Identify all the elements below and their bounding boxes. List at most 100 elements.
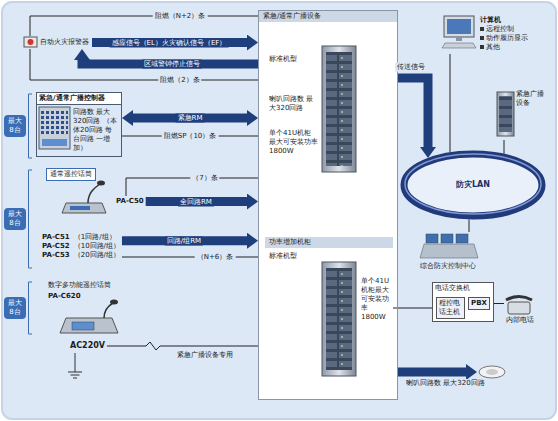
node-text: PBX xyxy=(471,299,487,308)
node-text: 最大 8台 xyxy=(5,299,25,317)
node-text: 其他 xyxy=(480,43,528,52)
model-label: PA-C50 xyxy=(114,196,146,207)
rack-cabinet xyxy=(322,46,356,172)
rack-cabinet xyxy=(499,96,512,132)
ring-outline xyxy=(404,154,542,216)
cable-line xyxy=(122,257,258,258)
microphone-picture xyxy=(62,203,106,213)
node-text: 喇叭回路数 最大320回路 xyxy=(269,95,319,113)
edge-label-holder: 紧急RM xyxy=(176,114,205,123)
node-text: 综合防灾控制中心 xyxy=(420,262,476,271)
speaker-picture xyxy=(479,366,505,378)
node-text: 回路数 最大320回路 （本体20回路 每台回路 一增加） xyxy=(37,105,121,156)
control-console-picture xyxy=(420,244,478,258)
node-text: （1回路/组） xyxy=(74,233,120,242)
cable-line xyxy=(469,219,470,232)
digital-microphone-picture xyxy=(60,300,118,334)
cable-line xyxy=(450,54,451,152)
edge-label: 紧急RM xyxy=(176,114,205,123)
node-text: 计算机 xyxy=(480,16,528,25)
fire-alarm-icon xyxy=(24,37,37,47)
edge-label: 传送信号 xyxy=(395,63,427,72)
edge-label-holder: 紧急广播设备专用 xyxy=(175,351,235,360)
telephone-exchange: 电话交换机 PBX 程控电话主机 xyxy=(432,282,494,322)
broadcast-equipment: 紧急/通常广播设备标准机型喇叭回路数 最大320回路单个41U机柜 最大可安装功… xyxy=(258,10,398,400)
pbx-box: PBX xyxy=(468,297,490,310)
control-console-picture xyxy=(441,234,453,243)
speaker-arrow xyxy=(398,364,477,380)
cable-line xyxy=(122,136,258,137)
edge-label: 区域警钟停止信号 xyxy=(142,60,202,69)
edge-label-holder: 感应信号（EL）火灾确认信号（EF） xyxy=(110,38,229,47)
node-text: 远程控制 xyxy=(480,25,528,34)
edge-label-holder: 全回路RM xyxy=(178,197,214,206)
signal-arrow xyxy=(92,38,247,47)
controller-panel-picture xyxy=(39,107,70,149)
speaker-arrow xyxy=(466,364,477,380)
node-text: 功率增加机柜 xyxy=(265,237,393,248)
rack-cabinet xyxy=(322,262,356,376)
ring-highlight xyxy=(405,154,541,214)
control-center: 综合防灾控制中心 xyxy=(418,232,478,273)
ground-symbol xyxy=(73,378,77,379)
equipment-box-fill xyxy=(258,10,398,400)
node-text: 紧急/通常广播控制器 xyxy=(37,93,121,105)
edge-label: 阻燃（2）条 xyxy=(158,76,201,85)
edge-label: 阻燃（N+2）条 xyxy=(153,12,208,21)
node-text: 单个41U机柜最大可安装功率1800W xyxy=(361,277,392,322)
model-list: PA-C51（1回路/组）PA-C52（10回路/组）PA-C53（20回路/组… xyxy=(40,232,122,261)
computer: 计算机远程控制动作履历显示其他 xyxy=(440,14,531,54)
node-text: 数字多功能遥控话筒 xyxy=(48,281,111,290)
control-console-picture xyxy=(456,234,468,243)
node-text: 电话交换机 xyxy=(433,283,493,294)
telephone-picture xyxy=(506,297,532,301)
node-text: PA-C53 xyxy=(42,251,70,260)
speaker-picture xyxy=(486,369,498,375)
computer-picture xyxy=(442,16,476,48)
fire-alarm-icon xyxy=(24,37,37,47)
node-text: PA-C52 xyxy=(42,242,70,251)
node-text: 最大 8台 xyxy=(5,117,25,135)
edge-label: 紧急广播设备专用 xyxy=(175,351,235,360)
node-text: 标准机型 xyxy=(269,55,393,64)
edge-label-holder: 阻燃（2）条 xyxy=(158,76,201,85)
edge-label: （N+6）条 xyxy=(195,253,236,262)
node-text: 通常遥控话筒 xyxy=(50,170,92,179)
count-bracket xyxy=(29,94,33,334)
rack-cabinet xyxy=(497,92,514,136)
emergency-equipment: 紧急广播设备 xyxy=(494,88,548,140)
microphone-picture xyxy=(70,206,90,210)
pbx-host-box: 程控电话主机 xyxy=(436,297,465,319)
signal-arrow xyxy=(146,197,247,206)
count-tab: 最大 8台 xyxy=(4,115,26,137)
microphone-picture xyxy=(62,181,106,214)
telephone-picture xyxy=(508,302,530,314)
cable-line xyxy=(393,308,436,309)
note-label: 喇叭回路数 最大320回路 xyxy=(404,379,487,388)
signal-arrow xyxy=(398,78,428,147)
count-tab: 最大 8台 xyxy=(4,297,26,319)
edge-label-holder: （N+6）条 xyxy=(195,253,236,262)
device-heading: 数字多功能遥控话筒 xyxy=(46,280,113,291)
control-console-picture xyxy=(420,234,478,258)
edge-label: （7）条 xyxy=(190,174,219,183)
node-text: 紧急/通常广播设备 xyxy=(259,11,397,22)
model-label: PA-C620 xyxy=(46,291,83,302)
signal-arrow xyxy=(82,60,258,64)
fire-alarm-device: 自动火灾报警器 xyxy=(22,36,92,49)
group-heading: 通常遥控话筒 xyxy=(46,168,96,181)
ground-symbol xyxy=(68,372,82,373)
rack-cabinet xyxy=(322,46,356,172)
edge-label-holder: （7）条 xyxy=(190,174,219,183)
cable-line xyxy=(30,49,258,80)
rack-cabinet xyxy=(322,262,356,376)
computer-picture xyxy=(444,16,474,37)
count-tab: 最大 8台 xyxy=(4,208,26,230)
node-text: 最大 8台 xyxy=(5,210,25,228)
node-text: （20回路/组） xyxy=(74,251,120,260)
free-label-holder: 喇叭回路数 最大320回路 xyxy=(404,379,487,388)
fire-alarm-icon xyxy=(28,39,34,45)
rack-cabinet xyxy=(326,52,352,166)
